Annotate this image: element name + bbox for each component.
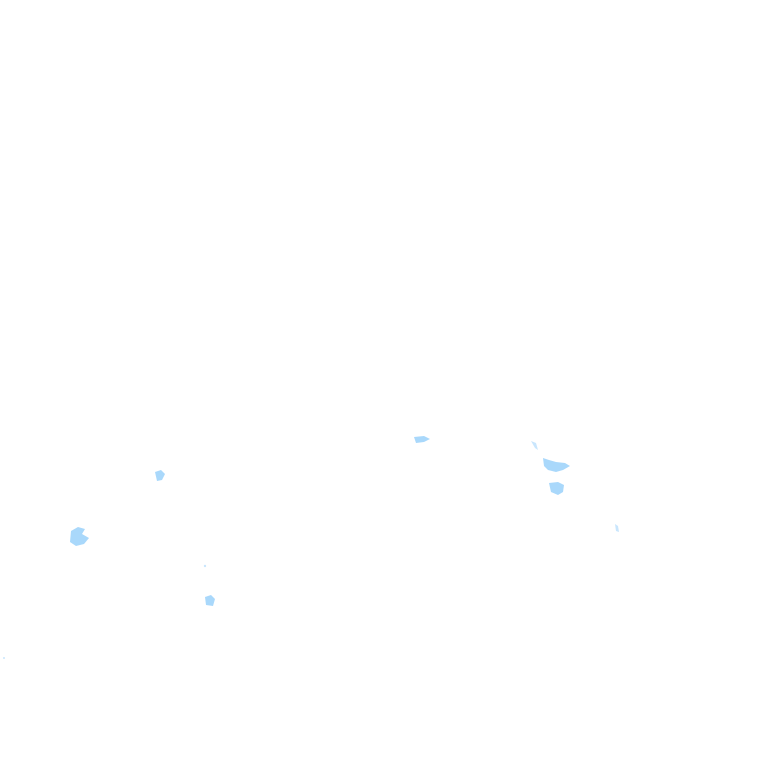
- water-patch: [414, 436, 430, 443]
- water-patch: [615, 524, 619, 532]
- water-patch: [155, 470, 165, 481]
- water-patch: [205, 595, 215, 606]
- water-patch: [549, 482, 564, 495]
- water-patch: [531, 441, 538, 450]
- water-patch: [3, 657, 5, 659]
- water-patch: [70, 527, 89, 546]
- water-patch: [203, 564, 207, 568]
- water-patch: [543, 458, 570, 472]
